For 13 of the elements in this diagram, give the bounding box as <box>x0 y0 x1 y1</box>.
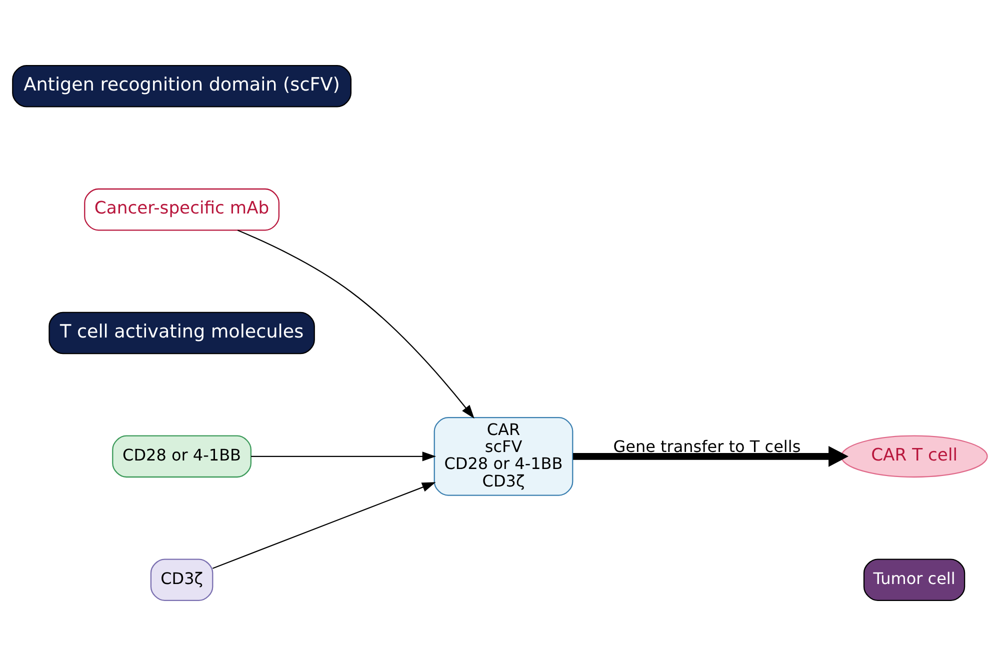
node-box: Antigen recognition domain (scFV) <box>12 65 352 108</box>
node-box: CD3ζ <box>150 558 214 601</box>
arrow <box>251 452 436 462</box>
node-box: Cancer-specific mAb <box>84 188 280 231</box>
arrow <box>212 482 436 569</box>
edge-label: Gene transfer to T cells <box>613 437 801 456</box>
node-box: T cell activating molecules <box>48 312 315 354</box>
node-ellipse: CAR T cell <box>840 435 988 478</box>
node-box: CD28 or 4-1BB <box>112 435 252 478</box>
node-box: CAR scFV CD28 or 4-1BB CD3ζ <box>434 417 574 496</box>
node-box: Tumor cell <box>863 558 966 601</box>
arrow <box>237 230 474 419</box>
arrow <box>573 446 848 467</box>
